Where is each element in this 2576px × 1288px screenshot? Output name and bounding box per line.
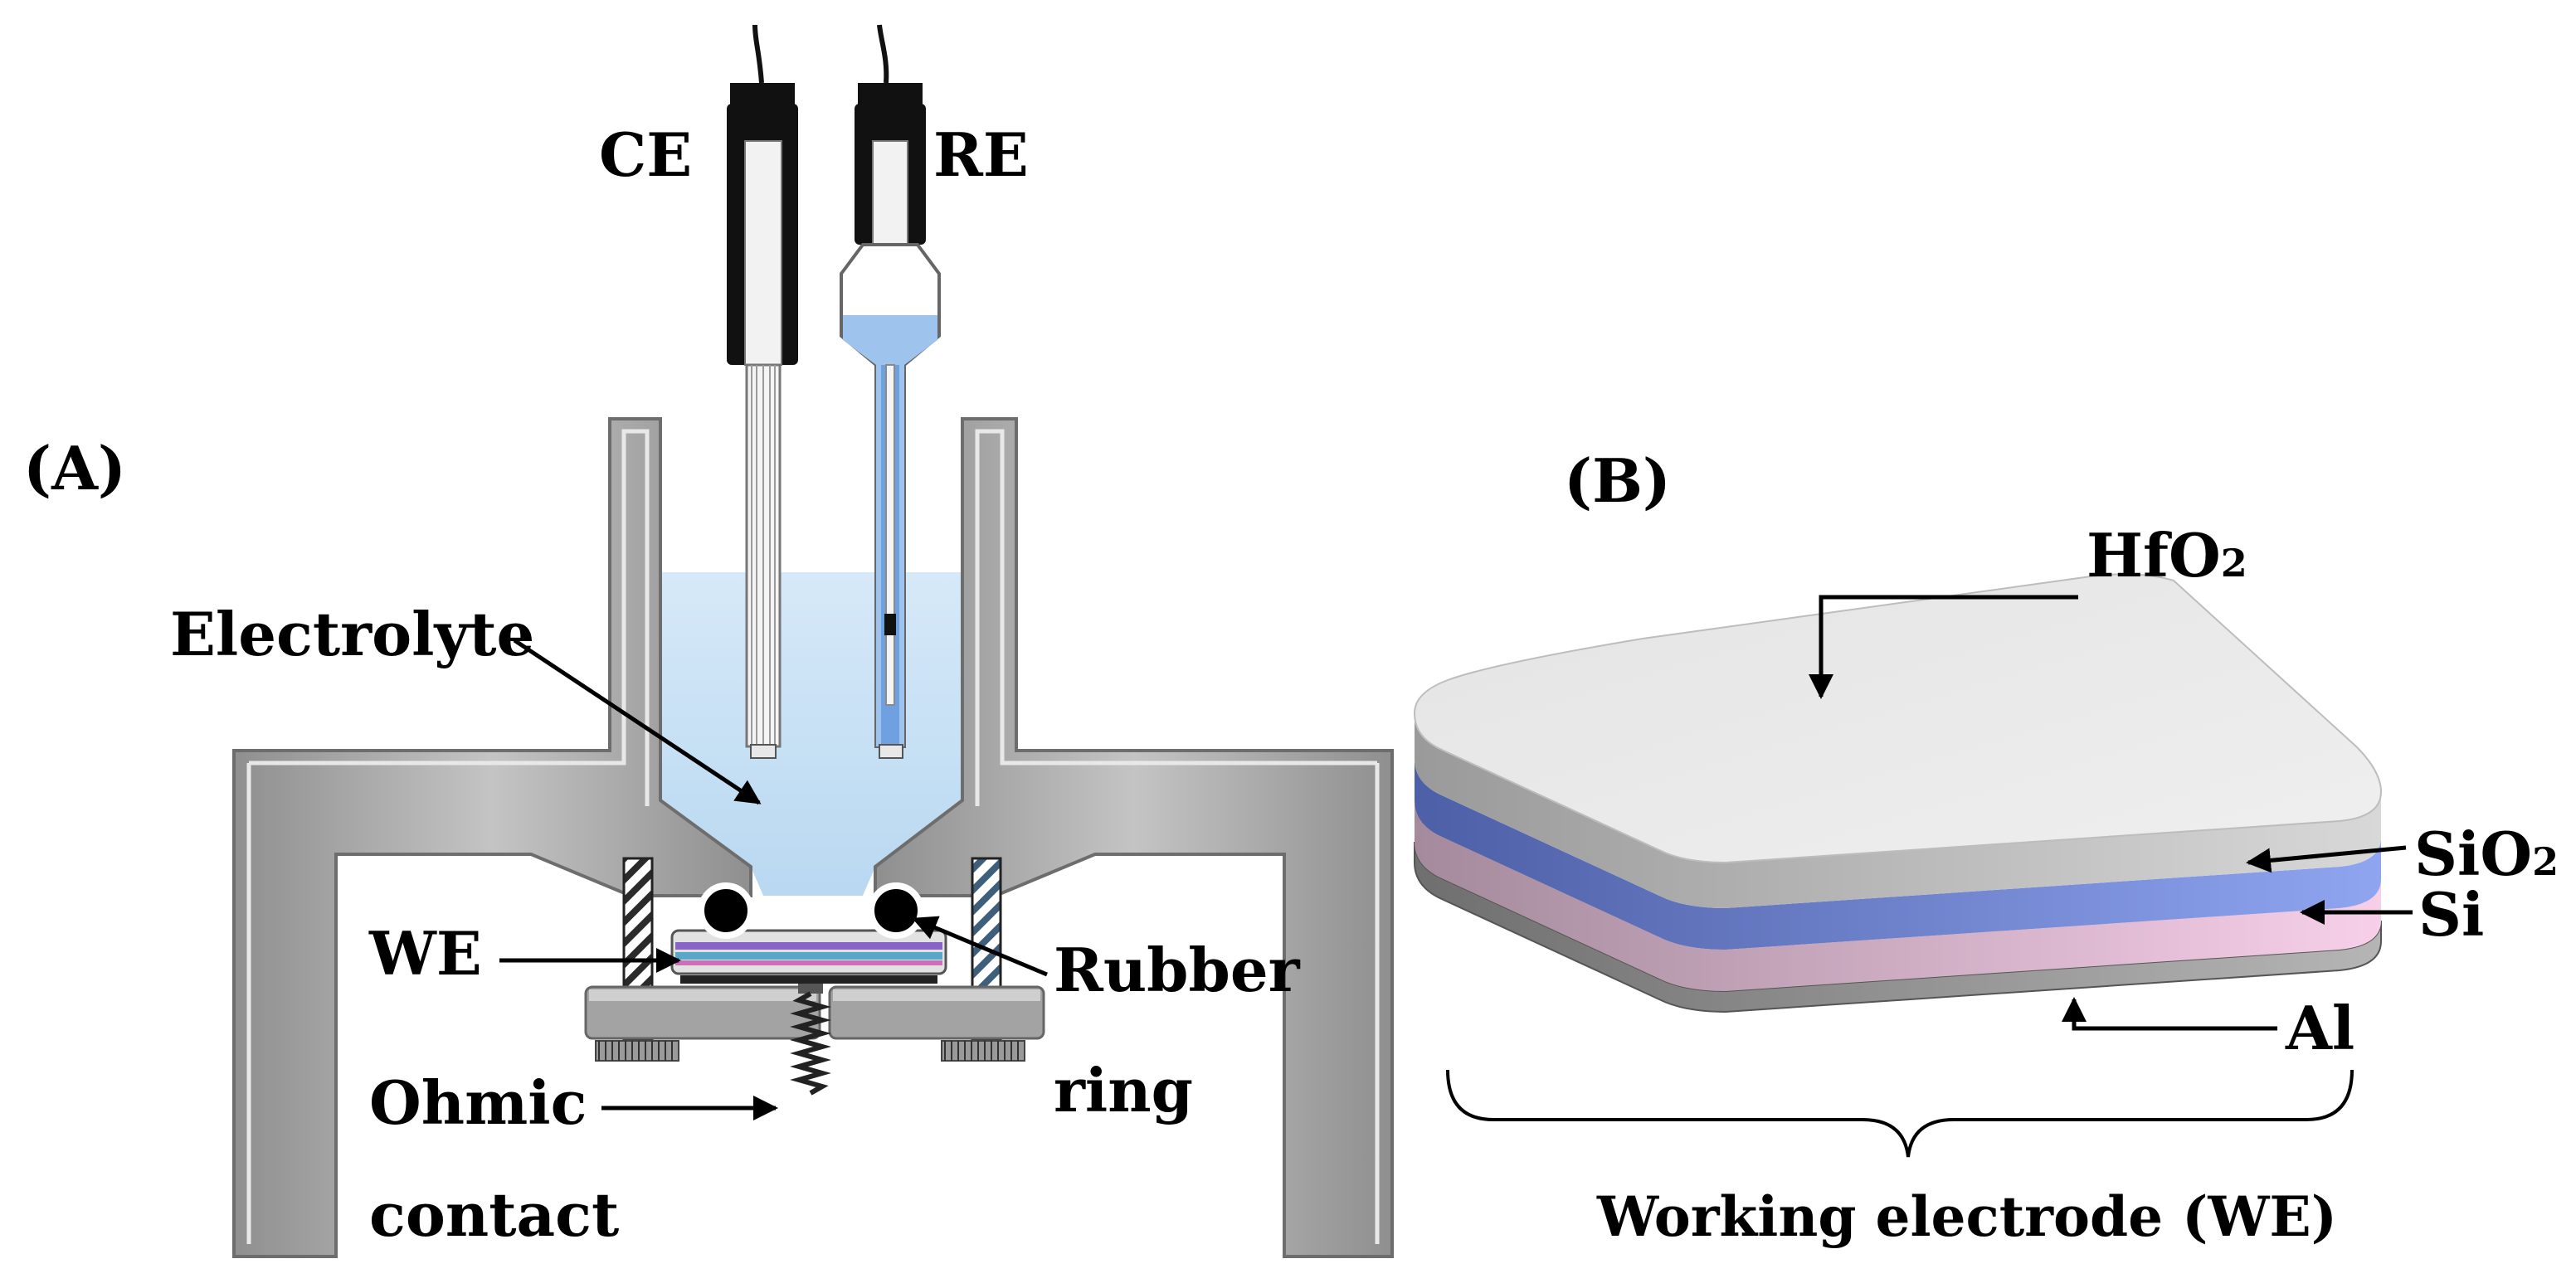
hfo2-top-surface xyxy=(1413,573,2383,864)
panel-b-label: (B) xyxy=(1564,445,1671,516)
al-arrow xyxy=(2062,997,2277,1031)
ohmic-contact-label-line2: contact xyxy=(369,1179,619,1250)
wafer-brace xyxy=(1446,1069,2354,1158)
hfo2-side xyxy=(1415,713,2381,908)
sample-holder-base xyxy=(584,985,1045,1062)
si-label: Si xyxy=(2418,879,2484,950)
electrolyte-arrow xyxy=(513,638,762,805)
layered-wafer xyxy=(1413,573,2383,1013)
ce-label: CE xyxy=(599,119,692,190)
we-label: WE xyxy=(368,918,482,989)
panel-b: (B) HfO2 SiO2 Si Al Workin xyxy=(1413,445,2559,1249)
sio2-arrow xyxy=(2246,845,2407,873)
counter-electrode xyxy=(727,24,798,759)
si-layer xyxy=(1415,800,2381,991)
working-electrode-caption: Working electrode (WE) xyxy=(1596,1184,2337,1249)
rubber-ring-label-line1: Rubber xyxy=(1054,935,1301,1005)
panel-a-label: (A) xyxy=(23,433,126,503)
rubber-ring-arrow xyxy=(912,916,1048,977)
sio2-label: SiO2 xyxy=(2414,819,2559,889)
re-label: RE xyxy=(933,119,1029,190)
hfo2-arrow xyxy=(1809,595,2078,699)
rubber-ring-label-line2: ring xyxy=(1054,1055,1193,1125)
electrolyte-label: Electrolyte xyxy=(170,599,534,669)
rubber-ring-left xyxy=(698,882,754,939)
sio2-layer xyxy=(1415,759,2381,950)
hfo2-label: HfO2 xyxy=(2087,520,2247,591)
reference-electrode xyxy=(840,24,941,759)
working-electrode-sample xyxy=(670,929,947,984)
panel-a: (A) CE RE Electrolyte WE Rubber ring Ohm… xyxy=(23,24,1394,1258)
al-label: Al xyxy=(2285,993,2354,1063)
ohmic-contact-label-line1: Ohmic xyxy=(369,1067,587,1138)
rubber-ring-right xyxy=(868,882,924,939)
